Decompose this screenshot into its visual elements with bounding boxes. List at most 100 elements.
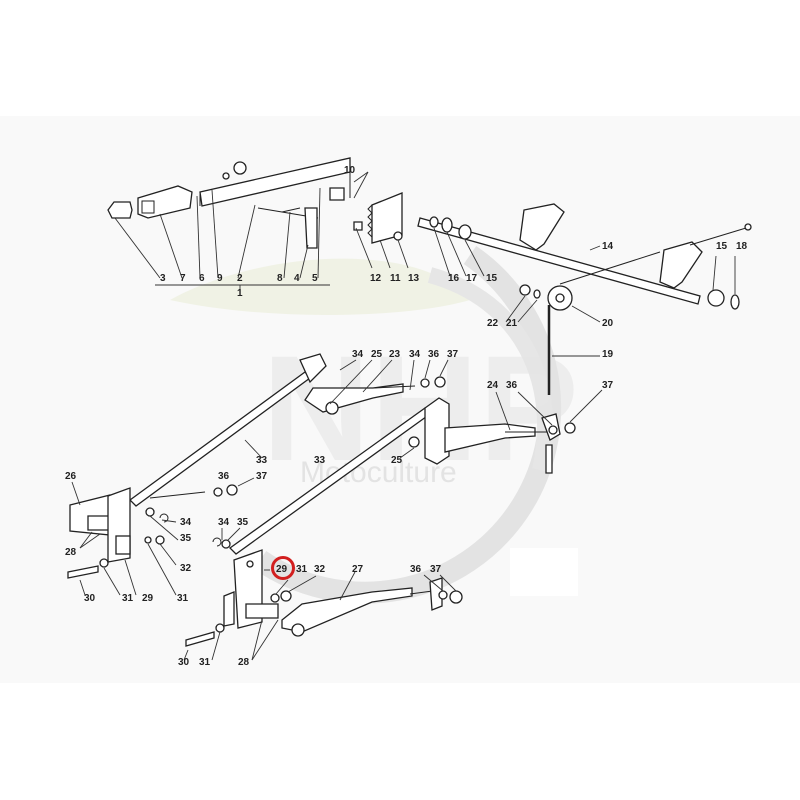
watermark-leaf: [170, 258, 470, 315]
label-29-a: 29: [142, 593, 154, 604]
label-31-c: 31: [296, 564, 308, 575]
watermark-arc-inner: [427, 267, 554, 472]
middle-leaders: [244, 359, 603, 459]
lever-arm-left: [519, 203, 565, 251]
nut-part-37-lower: [449, 590, 463, 604]
label-4: 4: [294, 273, 300, 284]
label-36-c: 36: [218, 471, 230, 482]
plate-hole: [246, 560, 254, 568]
plate-slot: [115, 535, 131, 555]
label-3: 3: [160, 273, 166, 284]
label-32-b: 32: [314, 564, 326, 575]
label-25-a: 25: [371, 349, 383, 360]
label-37-d: 37: [430, 564, 442, 575]
shaft-leaders: [433, 227, 736, 357]
label-19: 19: [602, 349, 614, 360]
label-24: 24: [487, 380, 499, 391]
washer-part-31-right: [270, 593, 280, 603]
washer-part-35-left: [145, 507, 155, 517]
left-lower-leaders: [71, 477, 255, 596]
nut-part-22: [519, 284, 531, 296]
label-37-c: 37: [256, 471, 268, 482]
washer-part-35-right: [221, 539, 231, 549]
label-21: 21: [506, 318, 518, 329]
clevis-bracket-lower: [429, 577, 443, 611]
nut-part-37-left: [226, 484, 238, 496]
cable-wire: [559, 251, 661, 285]
nut-part-37-right: [564, 422, 576, 434]
grip-opening: [141, 200, 155, 214]
label-36-d: 36: [410, 564, 422, 575]
label-23: 23: [389, 349, 401, 360]
label-7: 7: [180, 273, 186, 284]
label-30-b: 30: [178, 657, 190, 668]
pivot-part-28-right: [245, 603, 279, 619]
label-34-a: 34: [352, 349, 364, 360]
label-18: 18: [736, 241, 748, 252]
handle-tube-part-2: [199, 157, 351, 207]
handle-assembly: [107, 157, 403, 249]
label-27: 27: [352, 564, 364, 575]
cable-end: [689, 227, 747, 246]
label-8: 8: [277, 273, 283, 284]
middle-labels: 34 25 23 34 36 37 24 36 37 33 33 25: [256, 349, 614, 466]
blank-area: [510, 548, 578, 596]
bolt-part-30-left: [67, 565, 99, 579]
label-36-b: 36: [506, 380, 518, 391]
label-26: 26: [65, 471, 77, 482]
label-15-right: 15: [716, 241, 728, 252]
lever-27-eye: [291, 623, 305, 637]
nut-part-36-lower: [438, 590, 448, 600]
nut-part-36-left: [213, 487, 223, 497]
label-32-a: 32: [180, 563, 192, 574]
right-lower-leaders: [183, 527, 457, 661]
clip-part-34-right: [212, 537, 222, 547]
washer-top: [222, 172, 230, 180]
washer-part-25-lower: [408, 436, 420, 448]
washer-part-21: [533, 289, 541, 299]
label-14: 14: [602, 241, 614, 252]
lever-part-27: [281, 587, 413, 633]
label-31-b: 31: [177, 593, 189, 604]
clip-part-34-left: [159, 513, 169, 523]
label-13: 13: [408, 273, 420, 284]
middle-linkage: [129, 353, 576, 555]
label-29-highlighted[interactable]: 29: [276, 564, 288, 575]
nut-part-36-right: [548, 425, 558, 435]
bracket-part-25-lower: [424, 397, 450, 465]
bracket-upper: [299, 353, 327, 384]
label-35-a: 35: [180, 533, 192, 544]
label-20: 20: [602, 318, 614, 329]
label-35-b: 35: [237, 517, 249, 528]
label-33-a: 33: [256, 455, 268, 466]
washer-part-25-upper: [325, 401, 339, 415]
label-9: 9: [217, 273, 223, 284]
left-lower-labels: 26 36 37 34 35 28 32 30 31 29 31: [65, 471, 268, 604]
label-37-a: 37: [447, 349, 459, 360]
bracket-part-4: [304, 207, 318, 249]
washer-part-18: [730, 294, 740, 310]
nut-part-13: [393, 231, 403, 241]
washer-part-31-bolt-right: [215, 623, 225, 633]
spring-part-8: [281, 207, 301, 213]
pulley-hub: [555, 293, 565, 303]
label-28-a: 28: [65, 547, 77, 558]
shaft-part-14: [417, 217, 701, 305]
label-11: 11: [390, 273, 401, 284]
threaded-rod-left: [149, 491, 206, 499]
top-labels: 3 7 6 9 2 8 4 5 1 10 12 11 13: [160, 165, 420, 299]
watermark-arc: [253, 245, 562, 604]
shaft-assembly: [417, 203, 752, 395]
left-lower-assembly: [67, 484, 238, 579]
label-34-c: 34: [180, 517, 192, 528]
lever-arm-right: [659, 241, 703, 289]
label-22: 22: [487, 318, 499, 329]
bolt-part-30-right: [185, 631, 215, 647]
label-12: 12: [370, 273, 382, 284]
label-2: 2: [237, 273, 243, 284]
label-28-b: 28: [238, 657, 250, 668]
screw-part-12: [353, 221, 363, 231]
watermark-logo: NHP: [262, 324, 579, 492]
end-cap-part-3: [107, 201, 133, 219]
